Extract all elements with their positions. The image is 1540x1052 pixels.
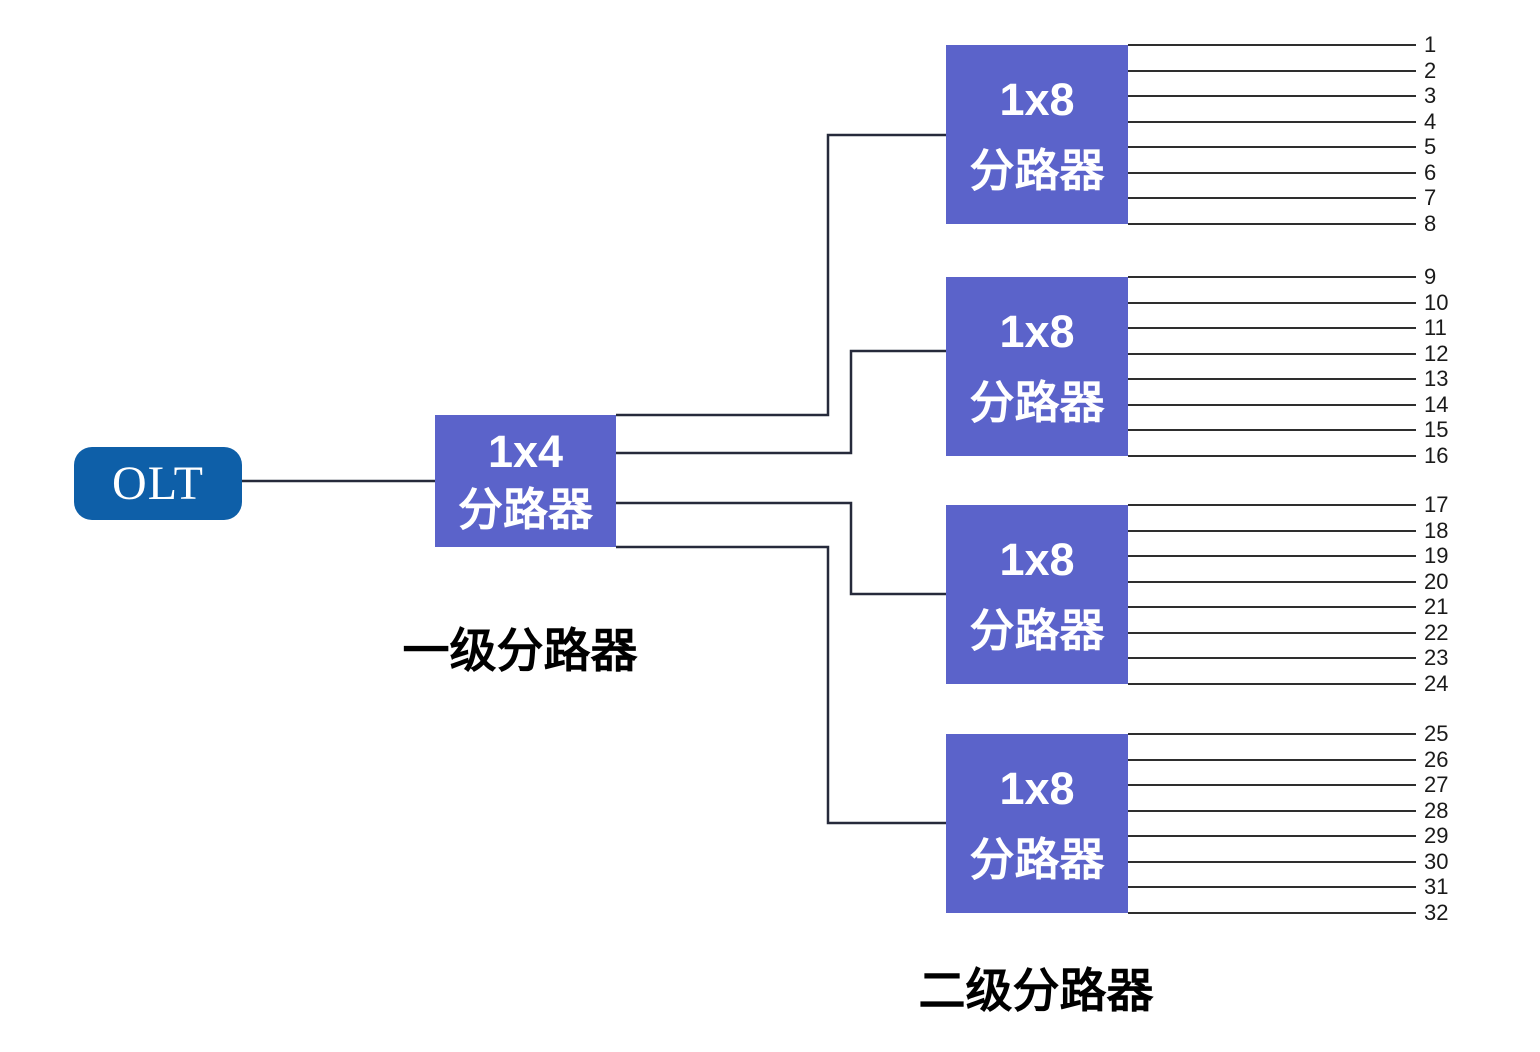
secondary-splitter-1-name-label: 分路器 [969, 144, 1105, 196]
secondary-splitter-node-2: 1x8 分路器 [946, 277, 1128, 456]
output-port-label-3: 3 [1424, 83, 1437, 108]
output-port-label-1: 1 [1424, 32, 1437, 57]
secondary-splitter-1-ratio-label: 1x8 [999, 73, 1075, 125]
output-port-label-25: 25 [1424, 721, 1449, 746]
output-port-label-27: 27 [1424, 772, 1449, 797]
output-port-label-2: 2 [1424, 58, 1437, 83]
secondary-splitter-node-4: 1x8 分路器 [946, 734, 1128, 913]
output-port-label-10: 10 [1424, 290, 1449, 315]
primary-splitter-node: 1x4 分路器 [435, 415, 616, 547]
output-port-label-11: 11 [1424, 315, 1447, 340]
secondary-splitter-4-ratio-label: 1x8 [999, 762, 1075, 814]
output-port-label-23: 23 [1424, 645, 1449, 670]
output-port-label-17: 17 [1424, 492, 1449, 517]
output-line-group [1128, 44, 1416, 914]
link-primary-to-secondary-1 [616, 133, 946, 417]
output-port-label-28: 28 [1424, 798, 1449, 823]
olt-label: OLT [112, 457, 204, 510]
output-port-label-24: 24 [1424, 671, 1449, 696]
output-port-label-32: 32 [1424, 900, 1449, 925]
olt-node: OLT [74, 447, 242, 520]
output-port-label-14: 14 [1424, 392, 1449, 417]
output-port-label-29: 29 [1424, 823, 1449, 848]
output-port-label-13: 13 [1424, 366, 1449, 391]
output-port-label-19: 19 [1424, 543, 1449, 568]
level2-splitter-caption: 二级分路器 [918, 966, 1154, 1018]
output-port-label-15: 15 [1424, 417, 1449, 442]
output-port-label-18: 18 [1424, 518, 1449, 543]
secondary-splitter-2-name-label: 分路器 [969, 376, 1105, 428]
output-port-label-6: 6 [1424, 160, 1437, 185]
link-primary-to-secondary-2 [616, 349, 946, 455]
output-port-label-8: 8 [1424, 211, 1437, 236]
link-primary-to-secondary-4 [616, 545, 946, 825]
level1-splitter-caption: 一级分路器 [402, 626, 638, 678]
primary-splitter-name-label: 分路器 [457, 484, 593, 535]
output-port-label-26: 26 [1424, 747, 1449, 772]
output-port-label-16: 16 [1424, 443, 1449, 468]
secondary-splitter-3-ratio-label: 1x8 [999, 533, 1075, 585]
connector-group [242, 133, 946, 825]
output-port-label-9: 9 [1424, 264, 1437, 289]
secondary-splitter-4-name-label: 分路器 [969, 833, 1105, 885]
output-port-label-31: 31 [1424, 874, 1449, 899]
secondary-splitter-node-3: 1x8 分路器 [946, 505, 1128, 684]
output-port-label-7: 7 [1424, 185, 1437, 210]
primary-splitter-ratio-label: 1x4 [487, 426, 564, 477]
secondary-splitter-3-name-label: 分路器 [969, 604, 1105, 656]
link-primary-to-secondary-3 [616, 501, 946, 596]
output-port-label-22: 22 [1424, 620, 1449, 645]
secondary-splitter-2-ratio-label: 1x8 [999, 305, 1075, 357]
output-port-label-4: 4 [1424, 109, 1437, 134]
output-port-label-12: 12 [1424, 341, 1449, 366]
output-port-label-21: 21 [1424, 594, 1449, 619]
output-port-label-5: 5 [1424, 134, 1437, 159]
secondary-splitter-node-1: 1x8 分路器 [946, 45, 1128, 224]
output-port-label-30: 30 [1424, 849, 1449, 874]
output-port-label-20: 20 [1424, 569, 1449, 594]
